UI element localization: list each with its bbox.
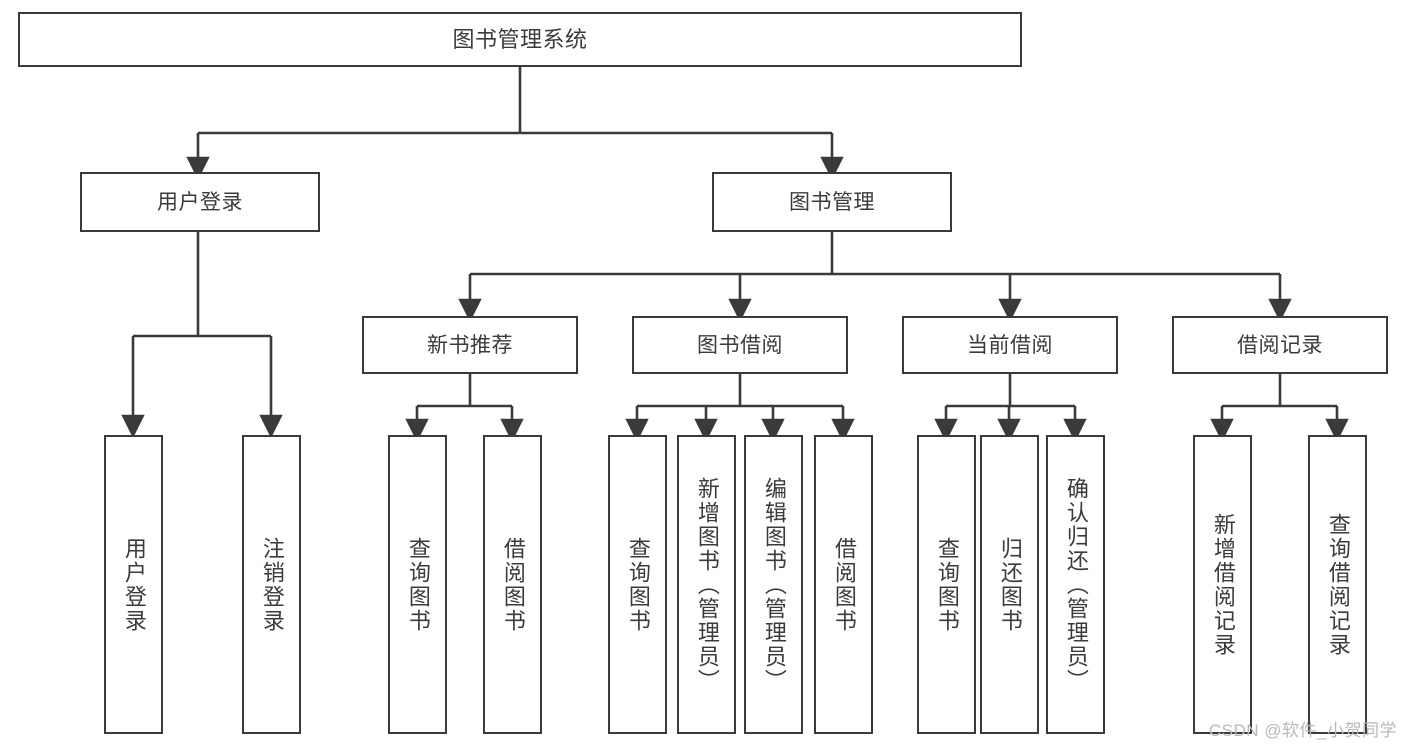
node-leaf-edit-book-label: 编辑图书（管理员） xyxy=(761,476,787,693)
node-leaf-query-book-1-label: 查询图书 xyxy=(405,536,431,633)
node-leaf-query-record[interactable]: 查询借阅记录 xyxy=(1308,435,1367,734)
node-leaf-logout-login-label: 注销登录 xyxy=(259,536,285,633)
node-leaf-edit-book[interactable]: 编辑图书（管理员） xyxy=(744,435,803,734)
node-leaf-confirm-return-label: 确认归还（管理员） xyxy=(1063,476,1089,693)
node-leaf-return-book-label: 归还图书 xyxy=(997,536,1023,633)
node-leaf-query-book-2[interactable]: 查询图书 xyxy=(608,435,667,734)
node-current-borrow-label: 当前借阅 xyxy=(967,333,1053,357)
node-user-login[interactable]: 用户登录 xyxy=(80,172,320,232)
node-leaf-logout-login[interactable]: 注销登录 xyxy=(242,435,301,734)
node-book-borrow[interactable]: 图书借阅 xyxy=(632,316,848,374)
node-leaf-borrow-book-1-label: 借阅图书 xyxy=(500,536,526,633)
node-leaf-add-record-label: 新增借阅记录 xyxy=(1210,512,1236,657)
node-book-manage-label: 图书管理 xyxy=(789,190,875,214)
node-leaf-return-book[interactable]: 归还图书 xyxy=(980,435,1039,734)
node-leaf-query-record-label: 查询借阅记录 xyxy=(1325,512,1351,657)
node-root[interactable]: 图书管理系统 xyxy=(18,12,1022,67)
node-leaf-user-login-label: 用户登录 xyxy=(121,536,147,633)
node-leaf-confirm-return[interactable]: 确认归还（管理员） xyxy=(1046,435,1105,734)
node-borrow-record[interactable]: 借阅记录 xyxy=(1172,316,1388,374)
node-leaf-user-login[interactable]: 用户登录 xyxy=(104,435,163,734)
node-new-book-recommend-label: 新书推荐 xyxy=(427,333,513,357)
node-book-manage[interactable]: 图书管理 xyxy=(712,172,952,232)
node-leaf-add-book-label: 新增图书（管理员） xyxy=(694,476,720,693)
node-leaf-add-record[interactable]: 新增借阅记录 xyxy=(1193,435,1252,734)
node-user-login-label: 用户登录 xyxy=(157,190,243,214)
node-leaf-query-book-3-label: 查询图书 xyxy=(934,536,960,633)
node-leaf-query-book-2-label: 查询图书 xyxy=(625,536,651,633)
node-current-borrow[interactable]: 当前借阅 xyxy=(902,316,1118,374)
node-leaf-borrow-book-1[interactable]: 借阅图书 xyxy=(483,435,542,734)
node-leaf-query-book-3[interactable]: 查询图书 xyxy=(917,435,976,734)
node-leaf-borrow-book-2-label: 借阅图书 xyxy=(831,536,857,633)
node-borrow-record-label: 借阅记录 xyxy=(1237,333,1323,357)
node-leaf-borrow-book-2[interactable]: 借阅图书 xyxy=(814,435,873,734)
watermark: CSDN @软件_小贺同学 xyxy=(1208,721,1397,740)
node-leaf-add-book[interactable]: 新增图书（管理员） xyxy=(677,435,736,734)
node-book-borrow-label: 图书借阅 xyxy=(697,333,783,357)
node-leaf-query-book-1[interactable]: 查询图书 xyxy=(388,435,447,734)
node-root-label: 图书管理系统 xyxy=(452,26,588,52)
node-new-book-recommend[interactable]: 新书推荐 xyxy=(362,316,578,374)
